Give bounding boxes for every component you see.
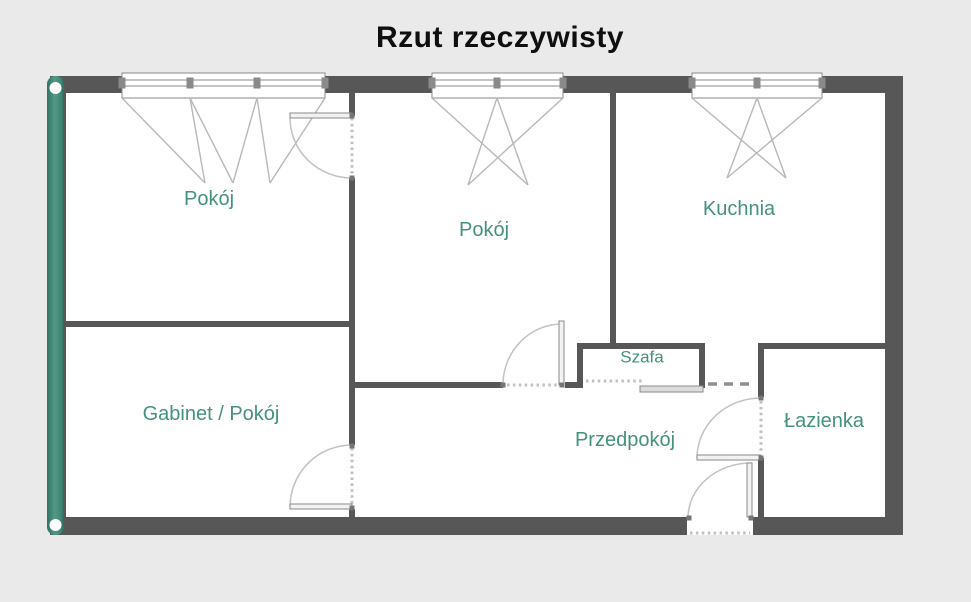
wall-lazienka-top (758, 343, 885, 349)
door-arc-pokoj1-pokoj2 (289, 117, 353, 179)
window-pokoj2 (428, 72, 567, 99)
windows (118, 72, 826, 99)
szafa-wall-top (577, 343, 705, 349)
szafa-wall-right (699, 343, 705, 388)
accent-wall-node-bottom (49, 519, 62, 531)
wall-lazienka-left-upper (758, 343, 764, 397)
szafa-sliding-door (639, 385, 704, 393)
door-leaf-pokoj1-pokoj2 (289, 112, 353, 119)
door-leaf-entrance (746, 462, 753, 518)
window-kuchnia (688, 72, 826, 99)
hinge-markers (349, 113, 764, 521)
room-label-lazienka: Łazienka (783, 410, 865, 432)
door-leaves (289, 112, 762, 518)
wall-pokoj2-przedpokoj-left (349, 382, 503, 388)
apartment-interior (50, 76, 903, 535)
outer-wall-bottom-right (753, 517, 903, 535)
door-opening-dashes (350, 118, 763, 535)
plan-title: Rzut rzeczywisty (375, 21, 625, 54)
door-arc-entrance (687, 462, 751, 518)
door-arc-lazienka (696, 397, 762, 459)
wall-gabinet-stub (349, 509, 355, 517)
interior-walls (64, 93, 885, 517)
room-label-gabinet: Gabinet / Pokój (142, 403, 280, 425)
window-swing-lines (121, 97, 823, 186)
szafa-wall-left (577, 343, 583, 388)
accent-wall-bar (47, 76, 64, 535)
accent-wall (47, 76, 64, 535)
room-label-pokoj-2: Pokój (458, 219, 510, 241)
accent-wall-node-top (49, 82, 62, 94)
door-leaf-pokoj2 (558, 320, 565, 386)
wall-pokoj2-przedpokoj-right (565, 382, 580, 388)
door-leaf-gabinet (289, 503, 353, 510)
room-label-przedpokoj: Przedpokój (574, 429, 676, 451)
door-arc-gabinet (289, 444, 353, 508)
room-label-szafa: Szafa (620, 347, 664, 367)
outer-wall-bottom-left (50, 517, 687, 535)
outer-wall-right (885, 76, 903, 535)
wall-pokoj2-kuchnia (610, 93, 616, 349)
room-label-kuchnia: Kuchnia (702, 198, 776, 220)
wall-lazienka-left-lower (758, 458, 764, 517)
window-pokoj1 (118, 72, 329, 99)
door-leaf-lazienka (696, 454, 762, 461)
door-arc-pokoj2 (502, 323, 562, 386)
room-label-pokoj-1: Pokój (183, 188, 235, 210)
wall-pokoj1-pokoj2-upper (349, 93, 355, 116)
wall-pokoj1-pokoj2-main (349, 178, 355, 445)
wall-pokoj1-gabinet (64, 321, 355, 327)
door-arcs (289, 117, 762, 518)
